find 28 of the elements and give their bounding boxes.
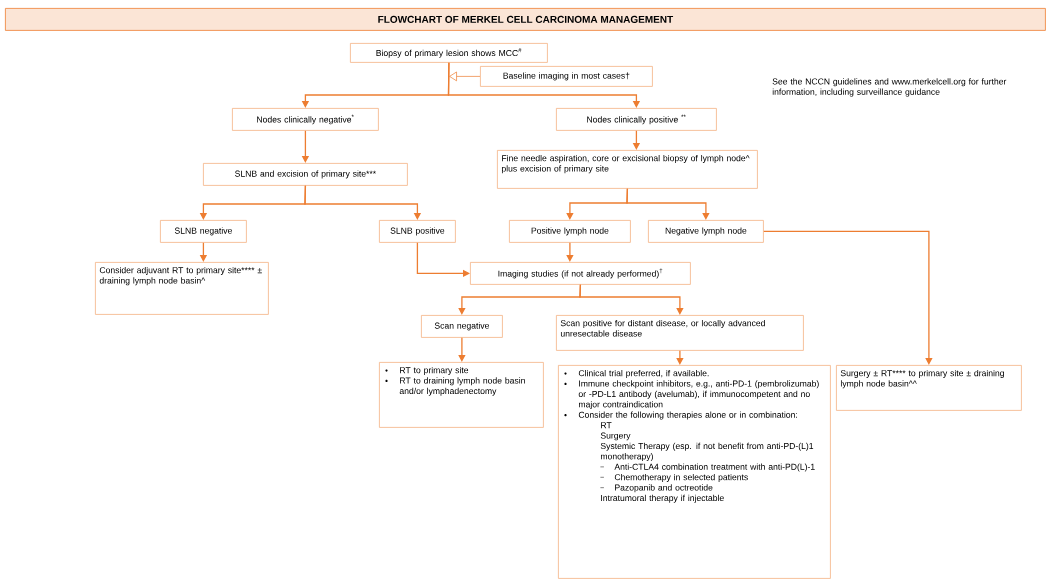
note-text: See the NCCN guidelines and www.merkelcell.org for further information, including surveillance guidance [772,78,1007,97]
process-box: Scan negative [421,315,503,338]
process-box: SLNB positive [379,220,456,243]
process-box: Nodes clinically negative$^{*}$ [232,108,379,131]
arrow [626,188,710,220]
process-box: SLNB and excision of primary site*** [203,163,408,186]
arrow [449,71,481,82]
process-box: Scan positive for distant disease, or locally advanced unresectable disease [556,315,804,351]
process-box: Clinical trial preferred, if available. Immune checkpoint inhibitors, e.g., anti-PD-1 (pembrolizumab) or -PD-L1 antibody (avelumab), if immunocompetent and no major contraindication Consider the following therapies alone or in combination: RT Surgery Systemic Therapy (esp. if not benefit from anti-PD-(L)1 monotherapy) Anti-CTLA4 combination treatment with anti-PD(L)-1 Chemotherapy in selected patients Pazopanib and octreotide Intratumoral therapy if injectable [558,365,831,579]
process-box: Negative lymph node [648,220,764,243]
process-box: Baseline imaging in most cases† [480,66,653,87]
process-box: RT to primary site RT to draining lymph node basin and/or lymphadenectomy [379,362,544,428]
process-box: Positive lymph node [509,220,631,243]
process-box: Biopsy of primary lesion shows MCC$^{#}$ [350,43,548,63]
process-box: Surgery ± RT**** to primary site ± draining lymph node basin^^ [836,365,1022,411]
arrow [458,337,466,362]
arrow [447,62,641,108]
process-box: Imaging studies (if not already performed)$^{†}$ [470,262,691,285]
process-box: Fine needle aspiration, core or excisional biopsy of lymph node^ plus excision of primary site [497,150,758,189]
arrow [763,230,933,365]
process-box: Nodes clinically positive $^{**}$ [556,108,717,131]
process-box: Consider adjuvant RT to primary site**** ± draining lymph node basin^ [95,262,269,315]
arrow [579,284,684,315]
arrow [304,185,422,220]
arrow [676,350,684,365]
title-banner: FLOWCHART OF MERKEL CELL CARCINOMA MANAGEMENT [5,8,1046,31]
process-box: SLNB negative [160,220,247,243]
arrow [566,242,574,262]
